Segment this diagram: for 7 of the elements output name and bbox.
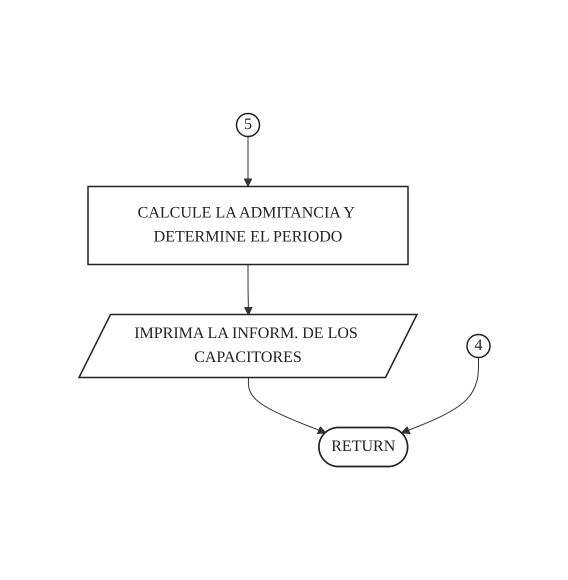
node-box: CALCULE LA ADMITANCIA Y DETERMINE EL PERIODO <box>86 186 408 266</box>
arrow <box>400 357 478 434</box>
arrow <box>243 264 252 316</box>
arrow <box>243 136 252 188</box>
arrow <box>247 378 326 434</box>
node-circle: 4 <box>466 334 490 358</box>
node-circle: 5 <box>235 113 260 138</box>
